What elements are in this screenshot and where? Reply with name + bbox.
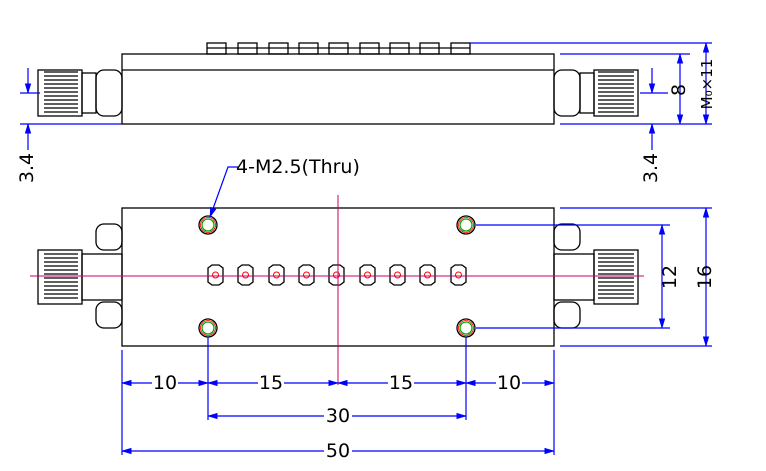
tuning-screws-top xyxy=(207,264,467,286)
height-8-label: 8 xyxy=(668,84,690,96)
dim-center-right-label: 15 xyxy=(389,372,413,394)
hole-spacing-horizontal-label: 30 xyxy=(326,405,350,427)
mounting-hole-top-left xyxy=(198,215,218,235)
tuning-screw-centers xyxy=(212,271,462,279)
side-view-dimensions xyxy=(20,41,712,150)
dim-left-label: 10 xyxy=(153,372,177,394)
left-connector-side xyxy=(37,69,123,117)
dim-right-label: 10 xyxy=(497,372,521,394)
left-connector-top xyxy=(37,223,123,329)
right-connector-side xyxy=(553,69,639,117)
mounting-hole-bottom-left xyxy=(198,318,218,338)
tuning-screws-side xyxy=(206,42,471,55)
right-offset-label: 3.4 xyxy=(640,153,662,183)
mounting-hole-top-right xyxy=(456,215,476,235)
dimension-text-backgrounds xyxy=(152,372,522,460)
mounting-hole-bottom-right xyxy=(456,318,476,338)
dim-center-left-label: 15 xyxy=(259,372,283,394)
hole-spacing-vertical-label: 12 xyxy=(659,265,681,289)
side-view-body xyxy=(121,53,555,125)
center-lines xyxy=(30,195,644,385)
side-view xyxy=(37,42,639,125)
hole-note: 4-M2.5(Thru) xyxy=(236,156,360,178)
hole-note-leader xyxy=(209,166,238,219)
body-height-label: 16 xyxy=(694,265,716,289)
right-connector-top xyxy=(553,223,639,329)
mounting-holes xyxy=(198,215,476,338)
connector-thread-label: M₀×11 xyxy=(698,59,716,110)
top-view-vertical-dimensions xyxy=(476,206,712,348)
overall-length-label: 50 xyxy=(326,440,350,462)
left-offset-label: 3.4 xyxy=(16,153,38,183)
